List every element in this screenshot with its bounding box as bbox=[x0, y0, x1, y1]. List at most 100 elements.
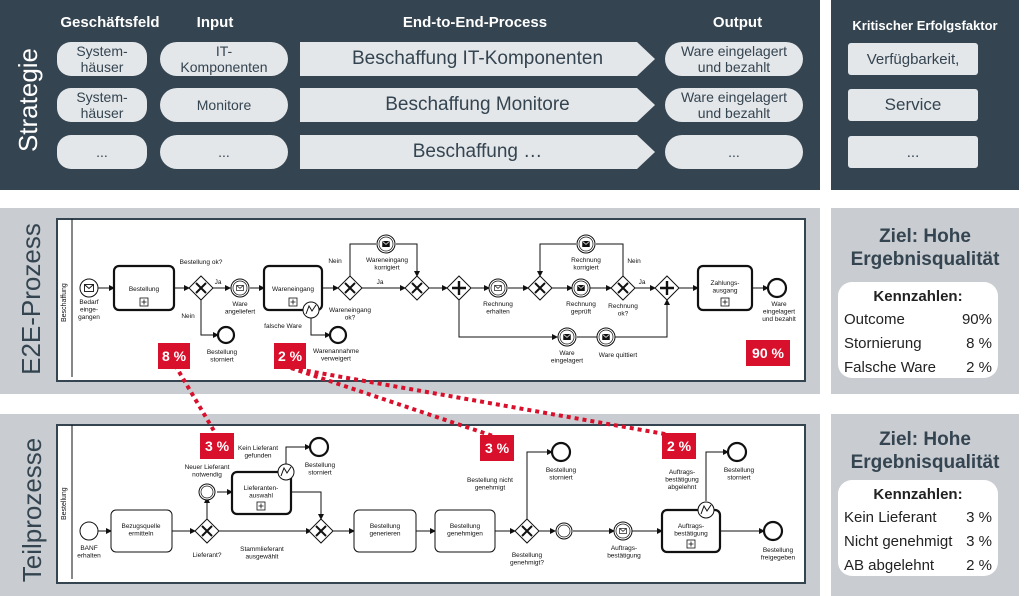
sub-boundary-error-2 bbox=[697, 501, 715, 519]
sub-task-bezugsquelle bbox=[110, 509, 173, 553]
e2e-badge-storno: 8 % bbox=[158, 343, 190, 369]
sub-end-storniert-3 bbox=[726, 441, 748, 463]
e2e-end-storniert bbox=[216, 325, 236, 345]
kpi-name: Falsche Ware bbox=[844, 359, 936, 376]
kpi-name: Nicht genehmigt bbox=[844, 533, 953, 550]
sub-task-ab bbox=[660, 508, 722, 554]
csf-cell: ... bbox=[848, 136, 978, 168]
lbl-zahlung: Zahlungs-ausgang bbox=[711, 280, 740, 294]
lbl-gw1: Bestellung ok? bbox=[180, 259, 223, 266]
e2e-task-zahlung bbox=[696, 264, 754, 312]
e2e-end-event bbox=[766, 277, 788, 299]
sub-pool-label: Bestellung bbox=[61, 487, 68, 520]
csf-cell: Service bbox=[848, 89, 978, 121]
kpi-name: AB abgelehnt bbox=[844, 557, 935, 574]
e2e-msg-rechnung-erhalten bbox=[488, 278, 508, 298]
sub-end-storniert-1 bbox=[308, 436, 330, 458]
sub-gateway-merge bbox=[308, 518, 334, 544]
header-process: End-to-End-Process bbox=[402, 14, 548, 31]
e2e-gateway-1 bbox=[188, 275, 214, 301]
input-cell: IT- Komponenten bbox=[160, 42, 288, 76]
kpi-name: Outcome bbox=[844, 311, 905, 328]
e2e-msg-quittiert bbox=[596, 327, 616, 347]
lbl-bestellung: Bestellung bbox=[129, 286, 160, 293]
sub-task-lieferantenauswahl bbox=[230, 470, 293, 516]
sub-intermediate-genehmigt bbox=[555, 522, 573, 540]
output-cell: Ware eingelagert und bezahlt bbox=[665, 88, 803, 122]
sub-gateway-lieferant bbox=[194, 518, 220, 544]
process-arrow: Beschaffung … bbox=[300, 135, 655, 169]
lbl-ab: Auftrags-bestätigung bbox=[607, 545, 641, 559]
lbl-lieferant: Lieferant? bbox=[193, 552, 222, 559]
csf-cell: Verfügbarkeit, bbox=[848, 43, 978, 75]
kpi-value: 3 % bbox=[966, 509, 992, 526]
lbl-ja3: Ja bbox=[639, 279, 646, 286]
process-arrow: Beschaffung Monitore bbox=[300, 88, 655, 122]
e2e-gateway-2 bbox=[337, 275, 363, 301]
sub-end-storniert-2 bbox=[550, 441, 572, 463]
kpi-name: Stornierung bbox=[844, 335, 922, 352]
output-cell: ... bbox=[665, 135, 803, 169]
lbl-quittiert: Ware quittiert bbox=[599, 352, 638, 359]
e2e-badge-outcome: 90 % bbox=[746, 340, 790, 366]
kpi-row: Nicht genehmigt 3 % bbox=[838, 530, 998, 554]
e2e-gateway-3 bbox=[527, 275, 553, 301]
lbl-wareneingang: Wareneingang bbox=[272, 286, 314, 293]
e2e-msg-eingelagert bbox=[557, 327, 577, 347]
e2e-msg-rechnung-geprueft bbox=[571, 278, 591, 298]
e2e-gateway-parallel-join bbox=[654, 275, 680, 301]
e2e-task-wareneingang bbox=[262, 264, 324, 312]
sub-boundary-error-1 bbox=[277, 463, 295, 481]
sub-task-genehmigen bbox=[434, 509, 496, 553]
kpi-row: Falsche Ware 2 % bbox=[838, 356, 998, 380]
input-cell: ... bbox=[160, 135, 288, 169]
kpi-value: 2 % bbox=[966, 359, 992, 376]
kpi-head: Kennzahlen: bbox=[873, 288, 963, 305]
kpi-value: 3 % bbox=[966, 533, 992, 550]
e2e-msg-rechnung-korrigiert bbox=[576, 234, 596, 254]
e2e-gateway-4 bbox=[610, 275, 636, 301]
lbl-falsche-ware: falsche Ware bbox=[264, 323, 302, 330]
kpi-head: Kennzahlen: bbox=[873, 486, 963, 503]
header-csf: Kritischer Erfolgsfaktor bbox=[852, 18, 998, 33]
header-input: Input bbox=[196, 14, 234, 31]
e2e-boundary-error bbox=[302, 301, 320, 319]
lbl-nein1: Nein bbox=[181, 313, 195, 320]
lbl-ja1: Ja bbox=[215, 279, 222, 286]
e2e-msg-angeliefert bbox=[230, 278, 250, 298]
sub-badge-ab-abgelehnt: 2 % bbox=[662, 433, 696, 459]
e2e-task-bestellung bbox=[112, 264, 176, 312]
e2e-start-event bbox=[79, 278, 99, 298]
lbl-nein2: Nein bbox=[328, 258, 342, 265]
field-cell: System- häuser bbox=[57, 88, 147, 122]
header-output: Output bbox=[712, 14, 763, 31]
lbl-lieferantenauswahl: Lieferanten-auswahl bbox=[244, 485, 279, 499]
sub-gateway-genehmigt bbox=[514, 518, 540, 544]
sub-start-event bbox=[79, 521, 99, 541]
